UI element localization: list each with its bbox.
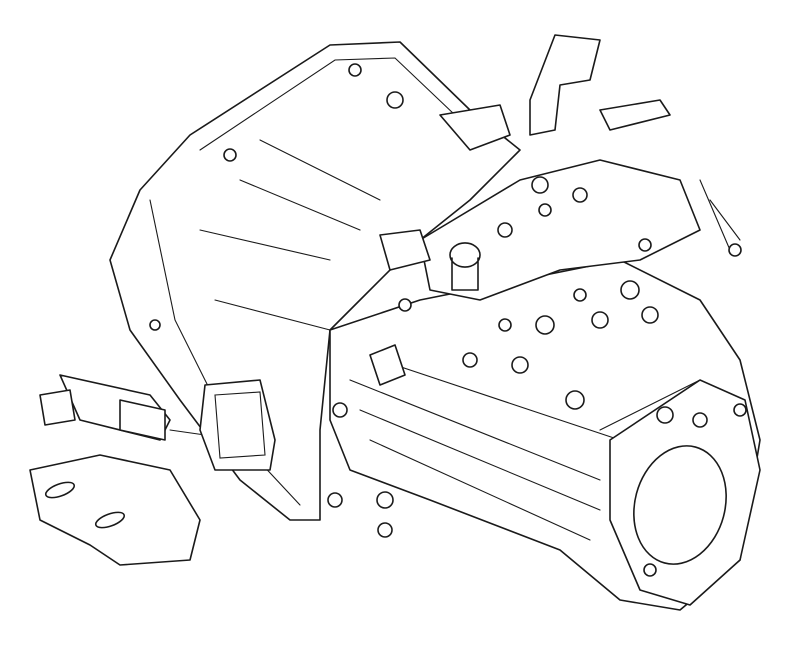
output-end-cover <box>609 379 761 606</box>
drain-plug <box>369 344 406 386</box>
release-cylinder <box>39 374 241 441</box>
mounting-bracket <box>29 454 201 566</box>
clutch-fork-boot <box>199 379 276 471</box>
mount-bolts <box>327 402 394 538</box>
shift-mechanism <box>379 34 742 410</box>
